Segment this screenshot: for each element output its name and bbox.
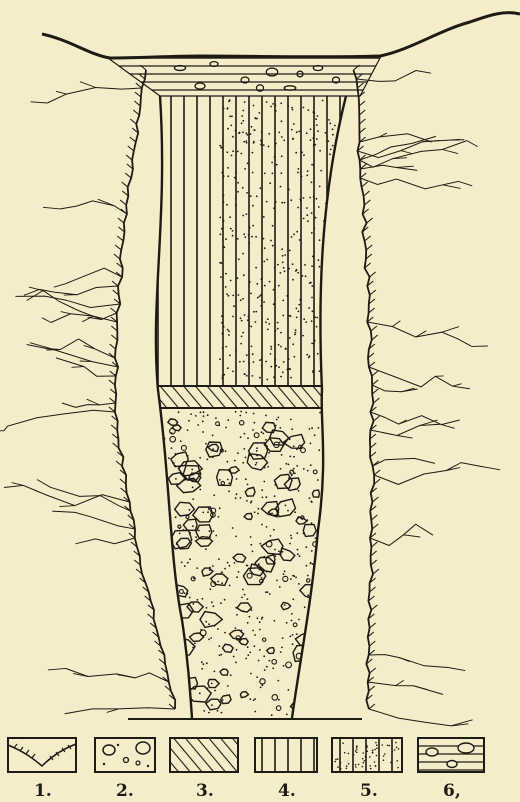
- legend-swatch-2: [95, 738, 155, 772]
- left-rock-wall: [0, 65, 175, 714]
- surface-layered-deposit: [108, 58, 380, 96]
- legend-swatch-6: [418, 738, 484, 772]
- legend-label-5: 5.: [360, 781, 378, 801]
- legend-swatch-3: [170, 738, 238, 772]
- legend-label-6: 6,: [443, 781, 461, 801]
- gravel-boulder-layer: [149, 411, 350, 716]
- legend-swatch-1: [8, 738, 76, 772]
- legend-label-4: 4.: [278, 781, 296, 801]
- legend-swatch-4: [255, 738, 317, 772]
- diagonal-hatch-band: [140, 386, 360, 408]
- legend-label-1: 1.: [34, 781, 52, 801]
- ground-surface-line: [42, 13, 520, 58]
- right-rock-wall: [353, 65, 500, 726]
- legend-label-3: 3.: [196, 781, 214, 801]
- legend: 1. 2. 3. 4. 5. 6,: [8, 738, 484, 801]
- legend-swatch-5: [332, 738, 402, 772]
- legend-label-2: 2.: [116, 781, 134, 801]
- vertical-lines-layer: [140, 96, 360, 386]
